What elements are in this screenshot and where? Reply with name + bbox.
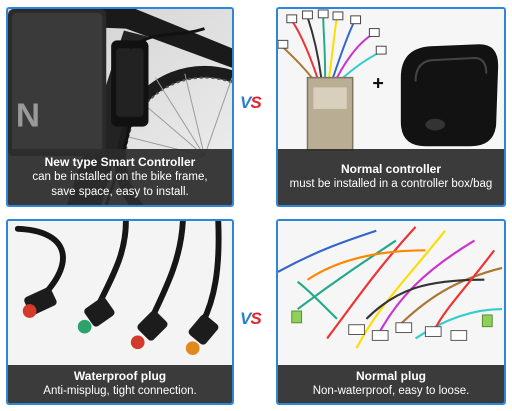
normal-controller-caption: Normal controller must be installed in a… [278,149,504,205]
caption-line: save space, easy to install. [51,185,189,198]
versus-s: S [250,93,261,112]
plus-sign: + [372,72,383,94]
caption-line: Anti-misplug, tight connection. [43,385,197,397]
normal-controller-title: Normal controller [340,162,442,176]
versus-v: V [240,309,251,328]
versus-label: VS [240,309,262,329]
waterproof-plug-caption: Waterproof plug Anti-misplug, tight conn… [8,365,232,403]
versus-label: VS [240,93,262,113]
plug-orange-icon [185,341,200,356]
plug-red-icon [22,304,37,318]
caption-line: Non-waterproof, easy to loose. [312,385,470,397]
plug-red-icon [130,335,145,350]
normal-plug-title: Normal plug [355,369,426,383]
waterproof-plug-panel: Waterproof plug Anti-misplug, tight conn… [6,219,234,405]
caption-line: can be installed on the bike frame, [32,170,208,183]
normal-controller-panel: + Normal controller must be installed in… [276,7,506,207]
normal-plug-panel: Normal plug Non-waterproof, easy to loos… [276,219,506,405]
smart-controller-title: New type Smart Controller [44,154,196,169]
smart-controller-caption: New type Smart Controller can be install… [8,149,232,205]
normal-plug-caption: Normal plug Non-waterproof, easy to loos… [278,365,504,403]
versus-s: S [250,309,261,328]
plug-green-icon [77,319,92,334]
battery-brand-fragment: N [16,98,40,135]
controller-box [400,44,499,147]
versus-v: V [240,93,251,112]
caption-line: must be installed in a controller box/ba… [289,178,493,190]
waterproof-plug-title: Waterproof plug [73,369,167,383]
smart-controller-panel: N New type Smart Controller can be insta… [6,7,234,207]
